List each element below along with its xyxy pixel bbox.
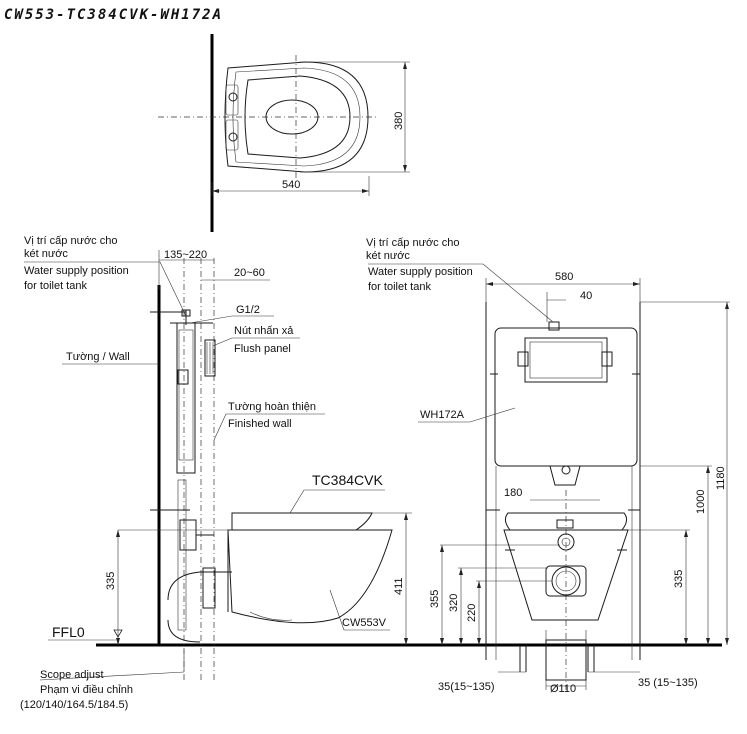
ffl-label: FFL0 (52, 624, 85, 640)
side-dim-20-60: 20~60 (234, 267, 265, 279)
front-dim-355: 355 (429, 590, 441, 608)
side-supply-vi-2: két nước (24, 248, 68, 260)
side-flush-en: Flush panel (234, 343, 291, 355)
front-dim-pipe: Ø110 (550, 683, 576, 695)
side-seat-model: TC384CVK (312, 472, 383, 488)
side-dim-335: 335 (105, 572, 117, 590)
side-supply-en-2: for toilet tank (24, 280, 87, 292)
top-width-dim: 540 (282, 179, 300, 191)
front-bowl-shape (503, 529, 629, 621)
front-supply-vi-1: Vị trí cấp nước cho (366, 237, 459, 249)
side-dim-135-220: 135~220 (164, 249, 207, 261)
top-bowl-rim (244, 75, 351, 159)
front-supply-en-2: for toilet tank (368, 281, 431, 293)
top-seat-outline (224, 61, 369, 173)
top-bowl-opening (265, 99, 319, 135)
front-dim-320: 320 (448, 594, 460, 612)
front-dim-335: 335 (673, 570, 685, 588)
side-dim-411: 411 (393, 577, 405, 595)
side-wall-label: Tường / Wall (66, 351, 130, 363)
front-dim-580: 580 (555, 271, 573, 283)
side-view: 135~220 20~60 G1/2 Nút nhấn xả Flush pan… (20, 235, 722, 711)
side-flush-vi: Nút nhấn xả (234, 325, 294, 337)
front-view: 580 40 WH172A 180 1180 1000 335 355 (366, 237, 730, 695)
flush-panel-shape (204, 339, 216, 377)
front-flush-plate (524, 337, 608, 383)
top-view: 540 380 (158, 34, 410, 232)
side-g12-label: G1/2 (236, 304, 260, 316)
front-dim-right-foot: 35 (15~135) (638, 677, 698, 689)
front-frame-model: WH172A (420, 409, 465, 421)
front-dim-left-foot: 35(15~135) (438, 681, 495, 693)
front-dim-40: 40 (580, 290, 592, 302)
front-dim-220: 220 (466, 604, 478, 622)
front-dim-1000: 1000 (695, 490, 707, 514)
side-supply-en-1: Water supply position (24, 265, 129, 277)
top-depth-dim: 380 (393, 112, 405, 130)
side-supply-vi-1: Vị trí cấp nước cho (24, 235, 117, 247)
cistern-shape (494, 327, 638, 467)
scope-values: (120/140/164.5/184.5) (20, 699, 128, 711)
scope-vi: Phạm vi điều chỉnh (40, 684, 133, 696)
front-supply-vi-2: két nước (366, 250, 410, 262)
front-dim-180: 180 (504, 487, 522, 499)
front-dim-1180: 1180 (715, 466, 727, 490)
side-bowl-model: CW553V (342, 617, 387, 629)
drawing-title: CW553-TC384CVK-WH172A (4, 7, 223, 23)
side-finished-vi: Tường hoàn thiện (228, 401, 316, 413)
side-finished-en: Finished wall (228, 418, 292, 430)
side-seat-shape (231, 512, 373, 531)
front-supply-en-1: Water supply position (368, 266, 473, 278)
scope-en: Scope adjust (40, 669, 104, 681)
side-bowl-shape (227, 529, 393, 624)
